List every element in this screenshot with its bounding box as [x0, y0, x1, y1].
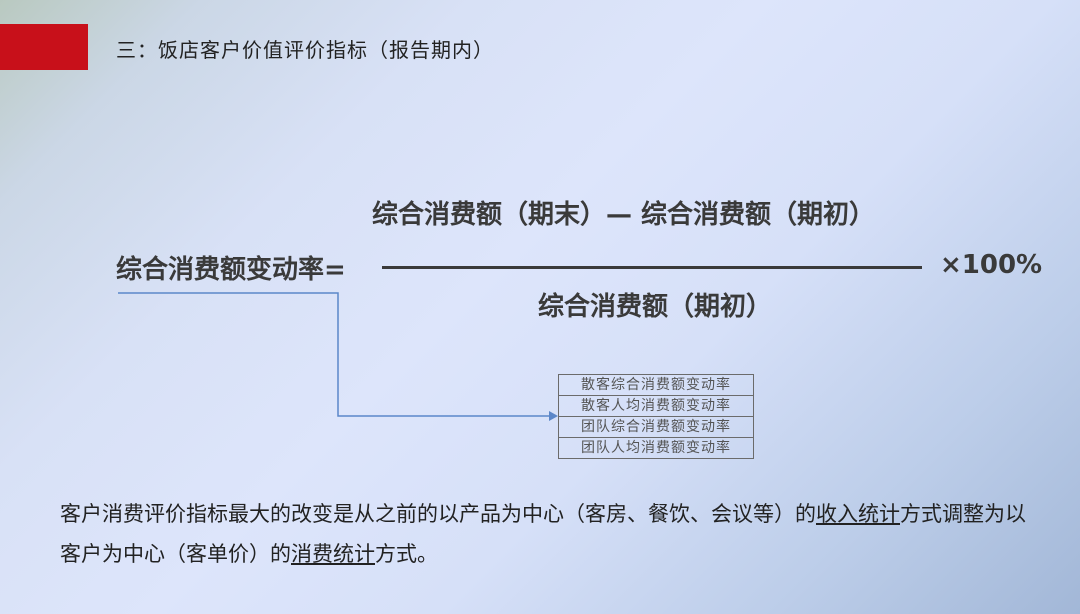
underlined-term: 消费统计 [291, 542, 375, 566]
page-title: 三：饭店客户价值评价指标（报告期内） [116, 38, 494, 62]
sub-indicator-item: 团队综合消费额变动率 [559, 417, 753, 438]
sub-indicator-item: 团队人均消费额变动率 [581, 440, 731, 456]
paragraph-text: 方式。 [375, 542, 438, 566]
formula-denominator: 综合消费额（期初） [538, 292, 773, 322]
paragraph-text: 客户消费评价指标最大的改变是从之前的以产品为中心（客房、餐饮、会议等）的 [60, 502, 816, 526]
description-paragraph: 客户消费评价指标最大的改变是从之前的以产品为中心（客房、餐饮、会议等）的收入统计… [60, 494, 1040, 574]
sub-indicator-item: 散客综合消费额变动率 [559, 375, 753, 396]
sub-indicator-list: 散客综合消费额变动率 散客人均消费额变动率 团队综合消费额变动率 团队人均消费额… [558, 374, 754, 459]
accent-bar [0, 24, 88, 70]
formula-numerator: 综合消费额（期末）— 综合消费额（期初） [372, 200, 876, 230]
formula-multiplier: ×100% [940, 250, 1043, 280]
paragraph-text: 方式调整为以客户为中心（客单价）的 [60, 502, 1026, 566]
underlined-term: 收入统计 [816, 502, 900, 526]
formula-label: 综合消费额变动率= [116, 255, 346, 285]
sub-indicator-item: 散客人均消费额变动率 [559, 396, 753, 417]
fraction-bar [382, 266, 922, 269]
